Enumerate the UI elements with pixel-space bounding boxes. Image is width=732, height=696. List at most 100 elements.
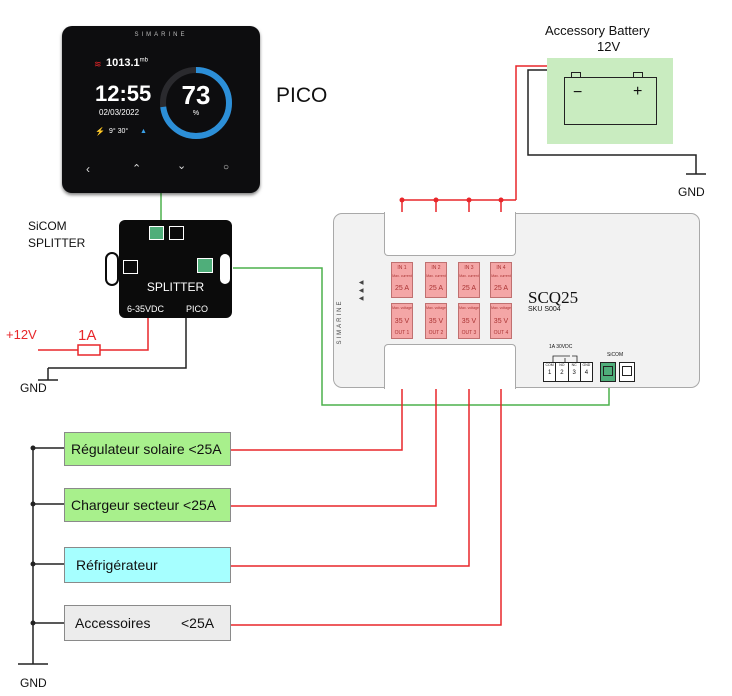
relay-pin-4-name: GND (582, 363, 591, 367)
splitter-port-top-2 (169, 226, 184, 240)
channel-2: IN 2 Max. current 25 A Max. voltage 35 V… (425, 262, 447, 339)
splitter-gnd-label: GND (20, 381, 47, 395)
battery-terminal-plus (633, 72, 643, 77)
battery-voltage: 12V (597, 39, 621, 54)
pico-percent-symbol: % (192, 110, 200, 117)
channel-3-max-voltage-label: Max. voltage (459, 306, 479, 310)
splitter-text: SPLITTER (146, 280, 205, 294)
channel-4-voltage: 35 V (493, 318, 509, 325)
battery-body (564, 77, 657, 125)
channel-3-current: 25 A (461, 285, 476, 292)
splitter-title-line1: SiCOM (28, 219, 67, 233)
pico-brand: SIMARINE (134, 32, 188, 38)
splitter-port-left (123, 260, 138, 274)
load-refrigerator: Réfrigérateur (64, 547, 231, 583)
battery-minus-sign: − (573, 84, 583, 101)
battery-gauge (160, 67, 232, 139)
relay-pin-4: GND 4 (581, 363, 592, 381)
channel-4-in: IN 4 (496, 265, 506, 271)
channel-1-max-current-label: Max. current (392, 274, 412, 278)
up-arrow-indicator-icon: ▲ (140, 128, 147, 135)
channel-2-voltage: 35 V (428, 318, 444, 325)
battery-panel (547, 58, 673, 144)
channel-4-bottom (490, 303, 512, 339)
channel-4: IN 4 Max. current 25 A Max. voltage 35 V… (490, 262, 512, 339)
wire-12v-supply-b (100, 318, 149, 351)
wire-out2 (231, 340, 437, 507)
channel-4-top (490, 262, 512, 298)
splitter-pico-port-label: PICO (186, 304, 209, 314)
channel-3-bottom (458, 303, 480, 339)
pico-label: PICO (276, 84, 328, 107)
splitter-voltage: 6-35VDC (127, 304, 165, 314)
relay-pin-2-number: 2 (560, 370, 564, 376)
wire-splitter-scq-sicom (233, 267, 610, 406)
loads-gnd-label: GND (20, 676, 47, 690)
scq-brand: SIMARINE (337, 299, 343, 345)
channel-4-current: 25 A (493, 285, 508, 292)
scq-logo-icon: ▲▲▲ (356, 278, 366, 303)
pico-percent: 73 (181, 80, 211, 110)
channel-2-in: IN 2 (431, 265, 441, 271)
channel-1-in: IN 1 (397, 265, 407, 271)
channel-2-max-voltage-label: Max. voltage (426, 306, 446, 310)
channel-3-voltage: 35 V (461, 318, 477, 325)
battery-gnd-label: GND (678, 185, 705, 199)
load-accessories-label: Accessoires (75, 615, 151, 631)
load-accessories: Accessoires <25A (64, 605, 231, 641)
wire-out3 (231, 340, 470, 567)
channel-2-bottom (425, 303, 447, 339)
scq-sicom-port-2-inner (622, 366, 632, 376)
relay-pin-2-name: NO (559, 363, 565, 367)
channel-3-top (458, 262, 480, 298)
wire-out4 (231, 340, 502, 626)
scq-sku: SKU S004 (528, 306, 561, 313)
load-mains-charger: Chargeur secteur <25A (64, 488, 231, 522)
scq-sicom-label: SiCOM (607, 352, 624, 358)
nav-left-button[interactable]: ‹ (86, 162, 90, 176)
battery-title: Accessory Battery (545, 23, 650, 38)
channel-3-out: OUT 3 (461, 330, 477, 336)
lightning-icon: ⚡ (95, 127, 105, 136)
pressure-icon: ≋ (94, 59, 102, 69)
channel-2-out: OUT 2 (428, 330, 444, 336)
channel-4-max-current-label: Max. current (491, 274, 511, 278)
channel-3: IN 3 Max. current 25 A Max. voltage 35 V… (458, 262, 480, 339)
power-button[interactable]: ○ (223, 162, 230, 173)
nav-down-button[interactable]: ⌄ (177, 160, 187, 172)
wire-splitter-gnd (48, 318, 187, 369)
channel-4-max-voltage-label: Max. voltage (491, 306, 511, 310)
relay-rating: 1A 30VDC (549, 344, 573, 350)
battery-plus-sign: + (633, 83, 643, 100)
pico-device: SIMARINE ≋ 1013.1mb 12:55 02/03/2022 ⚡ 9… (62, 26, 260, 193)
relay-pin-2: NO 2 (556, 363, 569, 381)
channel-1-current: 25 A (394, 285, 409, 292)
relay-pin-3-name: NC (571, 363, 577, 367)
scq-notch-bottom (384, 344, 516, 389)
channel-4-out: OUT 4 (493, 330, 509, 336)
relay-pin-4-number: 4 (584, 370, 589, 376)
pico-date: 02/03/2022 (99, 108, 140, 117)
relay-switch-icon (552, 355, 578, 362)
nav-up-button[interactable]: ⌃ (132, 163, 142, 175)
fuse-symbol (77, 344, 101, 356)
relay-pin-1-number: 1 (547, 370, 552, 376)
splitter-tab-left (105, 252, 119, 286)
relay-pin-3: NC 3 (569, 363, 581, 381)
relay-pin-3-number: 3 (572, 370, 576, 376)
channel-2-current: 25 A (428, 285, 443, 292)
channel-1-voltage: 35 V (394, 318, 410, 325)
scq-model: SCQ25 (528, 288, 579, 307)
channel-2-max-current-label: Max. current (426, 274, 446, 278)
battery-terminal-minus (571, 72, 581, 77)
channel-1-max-voltage-label: Max. voltage (392, 306, 412, 310)
load-accessories-rating: <25A (181, 615, 215, 631)
pressure-readout: 1013.1mb (106, 57, 148, 69)
pico-temp: 9° 30° (109, 128, 129, 135)
scq-sicom-port-1-inner (603, 366, 613, 376)
scq-notch-top (384, 212, 516, 256)
channel-3-max-current-label: Max. current (459, 274, 479, 278)
splitter-port-right (197, 258, 213, 273)
